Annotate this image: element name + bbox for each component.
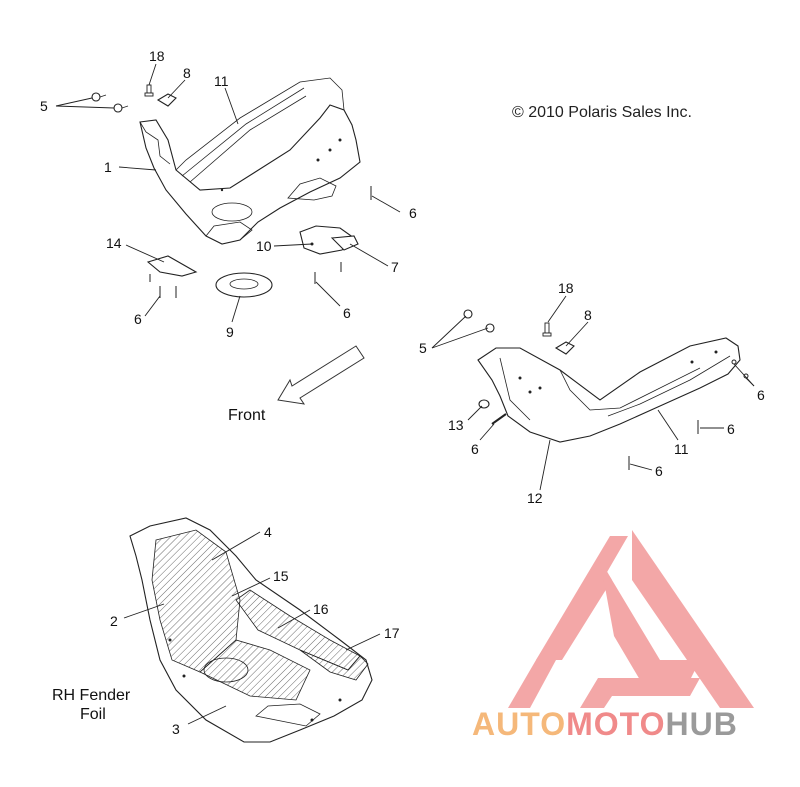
callout-13: 13 [448, 417, 464, 433]
callout-15: 15 [273, 568, 289, 584]
callout-12: 12 [527, 490, 543, 506]
callout-17: 17 [384, 625, 400, 641]
grommet-part-9[interactable] [215, 272, 273, 298]
screw-18-rh[interactable] [542, 322, 552, 337]
clip-8-lh[interactable] [156, 93, 177, 107]
callout-1: 1 [104, 159, 112, 175]
clip-8-rh[interactable] [554, 341, 575, 355]
svg-text:AUTOMOTOHUB: AUTOMOTOHUB [472, 706, 738, 742]
callout-6-f: 6 [471, 441, 479, 457]
pin-6-rh-long[interactable] [491, 413, 507, 425]
callout-5-lh: 5 [40, 98, 48, 114]
callout-6-c: 6 [343, 305, 351, 321]
callout-6-b: 6 [134, 311, 142, 327]
leader-lines [55, 63, 755, 725]
callout-8-lh: 8 [183, 65, 191, 81]
callout-6-a: 6 [409, 205, 417, 221]
callout-10: 10 [256, 238, 272, 254]
rh-fender-foil[interactable] [129, 517, 373, 743]
bracket-part-7[interactable] [330, 235, 359, 251]
rh-fender-label-line1: RH Fender [52, 687, 131, 704]
lh-fender-part-1[interactable] [139, 77, 361, 245]
callout-18-lh: 18 [149, 48, 165, 64]
callout-3: 3 [172, 721, 180, 737]
callout-16: 16 [313, 601, 329, 617]
callout-11-lh: 11 [214, 73, 229, 89]
copyright-text: © 2010 Polaris Sales Inc. [512, 104, 692, 121]
watermark-hub: HUB [665, 706, 737, 742]
front-arrow [277, 345, 365, 405]
callout-6-e: 6 [727, 421, 735, 437]
rivet-5-lh-b[interactable] [113, 103, 129, 113]
rh-fender-label-line2: Foil [80, 706, 106, 723]
watermark-logo [508, 530, 754, 708]
pin-6-rh-c[interactable] [731, 359, 749, 379]
callout-7: 7 [391, 259, 399, 275]
callout-6-g: 6 [655, 463, 663, 479]
callout-2: 2 [110, 613, 118, 629]
bracket-part-14[interactable] [146, 255, 198, 277]
callout-4: 4 [264, 524, 272, 540]
callout-14: 14 [106, 235, 122, 251]
callouts: 18 8 11 5 1 6 14 10 7 6 9 6 18 8 5 6 13 … [40, 48, 765, 737]
callout-5-rh: 5 [419, 340, 427, 356]
callout-18-rh: 18 [558, 280, 574, 296]
watermark-auto: AUTO [472, 706, 566, 742]
screw-18-lh[interactable] [144, 84, 154, 97]
grommet-13[interactable] [478, 399, 490, 409]
callout-8-rh: 8 [584, 307, 592, 323]
rivet-5-lh-a[interactable] [91, 92, 107, 102]
watermark-text: AUTOMOTOHUB [472, 706, 738, 742]
callout-9: 9 [226, 324, 234, 340]
callout-6-d: 6 [757, 387, 765, 403]
callout-11-rh: 11 [674, 441, 689, 457]
watermark-moto: MOTO [566, 706, 665, 742]
rivet-5-rh-b[interactable] [485, 323, 495, 333]
fender-part-12[interactable] [477, 337, 741, 443]
front-label: Front [228, 407, 266, 424]
